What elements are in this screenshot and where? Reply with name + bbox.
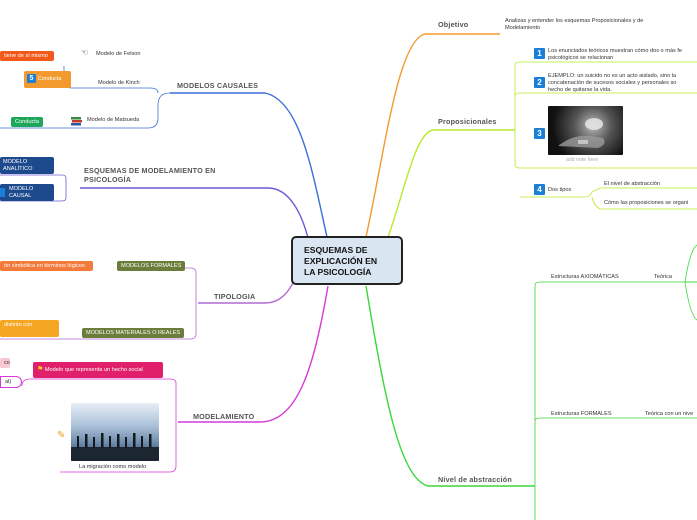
proposicionales-enunciados[interactable]: Los enunciados teóricos muestran cómo do… <box>548 48 682 62</box>
estructuras-axiomaticas[interactable]: Estructuras AXIOMÁTICAS <box>551 274 619 280</box>
photo-add-note[interactable]: add note here <box>566 157 599 163</box>
hands-image <box>558 118 605 148</box>
central-title-line1: ESQUEMAS DE <box>304 245 368 255</box>
pointing-hand-icon: ☜ <box>81 48 89 57</box>
branch-esquemas-modelamiento[interactable]: ESQUEMAS DE MODELAMIENTO EN PSICOLOGÍA <box>84 166 216 184</box>
branch-tipologia[interactable]: TIPOLOGIA <box>214 292 256 301</box>
modelo-felson[interactable]: Modelo de Felson <box>96 51 141 57</box>
pill-co[interactable]: co <box>0 358 10 368</box>
box-modelo-analitico[interactable]: MODELO ANALÍTICO <box>0 157 54 174</box>
box-modelo-causal-line2: CAUSAL <box>9 192 32 199</box>
flag-icon: ⚑ <box>37 366 44 373</box>
nivel-de-abstraccion-sub[interactable]: El nivel de abstracción <box>604 181 660 187</box>
pencil-icon: ✎ <box>57 430 66 441</box>
proposicionales-ejemplo[interactable]: EJEMPLO: un suicido no es un acto aislad… <box>548 73 676 94</box>
line-causales-box <box>0 92 171 129</box>
line-modelamiento-box <box>21 378 177 473</box>
box-modelo-analitico-line2: ANALÍTICO <box>3 165 33 172</box>
number-badge-4: 4 <box>534 184 545 195</box>
line-nivel-box <box>534 281 697 520</box>
box-modelo-analitico-line1: MODELO <box>3 159 28 165</box>
branch-modelos-causales[interactable]: MODELOS CAUSALES <box>177 81 259 90</box>
pill-modelos-formales[interactable]: MODELOS FORMALES <box>117 261 186 271</box>
line-esquemas-box <box>0 174 67 202</box>
branch-proposicionales[interactable]: Proposicionales <box>438 117 497 126</box>
line-proposicionales <box>387 129 515 238</box>
branch-nivel-abstraccion[interactable]: Nivel de abstracción <box>438 475 512 484</box>
modelo-kinch[interactable]: Modelo de Kinch <box>98 80 140 86</box>
enunciados-line2: psicológicos se relacionan <box>548 54 614 61</box>
pill-modelos-materiales[interactable]: MODELOS MATERIALES O REALES <box>82 328 185 338</box>
number-badge-partial <box>0 188 5 197</box>
line-tipologia-box <box>0 267 197 340</box>
teorica-con-un-nivel[interactable]: Teórica con un nive <box>645 411 694 417</box>
suicide-photo[interactable] <box>548 106 623 155</box>
enunciados-line1: Los enunciados teóricos muestran cómo do… <box>548 48 683 54</box>
box-modelo-causal[interactable]: MODELO CAUSAL <box>0 184 54 201</box>
pill-distinto-con[interactable]: distinto con <box>0 320 59 337</box>
line-teorica-fan <box>684 244 697 321</box>
box-modelo-causal-line1: MODELO <box>9 186 34 192</box>
branch-modelamiento[interactable]: MODELAMIENTO <box>193 412 255 421</box>
esquemas-label-line1: ESQUEMAS DE MODELAMIENTO EN <box>84 166 216 175</box>
number-badge-2: 2 <box>534 77 545 88</box>
dos-tipos[interactable]: Dos tipos <box>548 187 572 193</box>
como-se-organizan[interactable]: Cómo las proposiciones se organi <box>604 200 689 206</box>
line-modelamiento <box>178 285 329 423</box>
ejemplo-line1: EJEMPLO: un suicido no es un acto aislad… <box>548 73 677 79</box>
line-objetivo <box>365 33 500 238</box>
central-node[interactable]: ESQUEMAS DE EXPLICACIÓN EN LA PSICOLOGÍA <box>291 236 403 285</box>
line-causales <box>170 92 328 238</box>
objetivo-text[interactable]: Analizas y entender los esquemas Proposi… <box>505 18 643 32</box>
ejemplo-line3: hecho de quitarse la vida. <box>548 86 612 93</box>
books-icon <box>71 113 82 126</box>
line-nivel <box>365 285 535 487</box>
esquemas-label-line2: PSICOLOGÍA <box>84 174 132 184</box>
line-dos-tipos <box>520 187 697 210</box>
modelo-matsueda[interactable]: Modelo de Matsueda <box>87 117 140 123</box>
line-proposicionales-box <box>514 61 697 169</box>
number-badge-3: 3 <box>534 128 545 139</box>
pill-conducta-label: Conducta <box>37 75 62 82</box>
number-badge-1: 1 <box>534 48 545 59</box>
ejemplo-line2: concatenación de sucesos sociales y pers… <box>548 79 677 86</box>
objetivo-text-line2: Modelamiento <box>505 24 541 31</box>
teorica[interactable]: Teórica <box>654 274 673 280</box>
pill-hecho-social-label: Modelo que representa un hecho social <box>44 367 143 373</box>
migration-caption[interactable]: La migración como modelo <box>79 464 147 470</box>
pill-hecho-social[interactable]: ⚑ Modelo que representa un hecho social <box>33 362 163 378</box>
objetivo-text-line1: Analizas y entender los esquemas Proposi… <box>505 18 644 24</box>
silhouettes-image <box>71 433 159 461</box>
estructuras-formales[interactable]: Estructuras FORMALES <box>551 411 612 417</box>
migration-photo[interactable] <box>71 403 159 461</box>
pill-conducta[interactable]: Conducta <box>11 117 43 127</box>
branch-objetivo[interactable]: Objetivo <box>438 20 469 29</box>
central-title-line2: EXPLICACIÓN EN <box>304 256 378 267</box>
pill-conducta-numbered[interactable]: 5 Conducta <box>24 71 71 88</box>
line-esquemas <box>80 187 309 239</box>
pill-tiene-de-si-mismo[interactable]: tiene de sí mismo <box>0 51 54 61</box>
number-badge-5: 5 <box>27 74 36 83</box>
central-title-line3: LA PSICOLOGÍA <box>304 267 372 278</box>
pill-al[interactable]: al) <box>0 376 22 388</box>
pill-representacion-simbolica[interactable]: ón simbólica en términos lógicos <box>0 261 93 271</box>
